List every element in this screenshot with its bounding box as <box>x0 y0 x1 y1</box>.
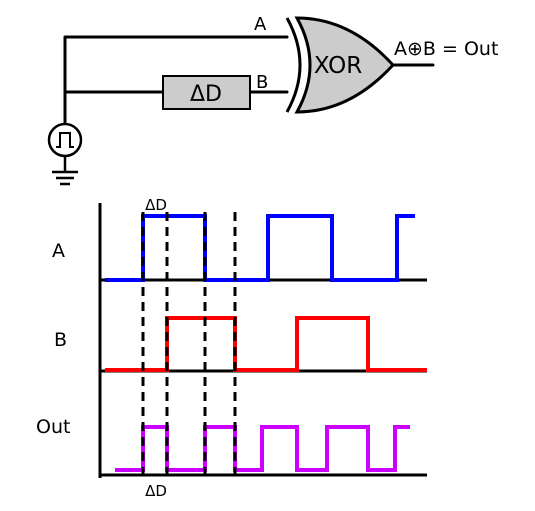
signal-a-waveform <box>105 214 415 282</box>
output-equation: A⊕B = Out <box>394 38 498 60</box>
gate-label: XOR <box>314 53 362 79</box>
row-label-b: B <box>54 329 67 351</box>
ground-icon <box>52 156 78 186</box>
input-a-label: A <box>254 14 267 35</box>
delay-block: ΔD <box>162 75 251 110</box>
signal-b-waveform <box>105 316 427 372</box>
input-b-label: B <box>256 72 268 93</box>
row-label-out: Out <box>36 416 70 438</box>
timing-diagram: A B Out ΔD ΔD <box>36 196 427 500</box>
wire-input-a <box>63 35 289 114</box>
pulse-generator-icon <box>47 122 83 158</box>
delay-bottom-label: ΔD <box>145 482 167 500</box>
delay-label: ΔD <box>190 82 222 107</box>
circuit <box>63 35 435 127</box>
xor-gate: XOR <box>285 16 396 114</box>
signal-out-waveform <box>115 425 410 472</box>
row-label-a: A <box>52 240 65 262</box>
delay-top-label: ΔD <box>145 196 167 214</box>
delay-markers <box>141 212 237 478</box>
